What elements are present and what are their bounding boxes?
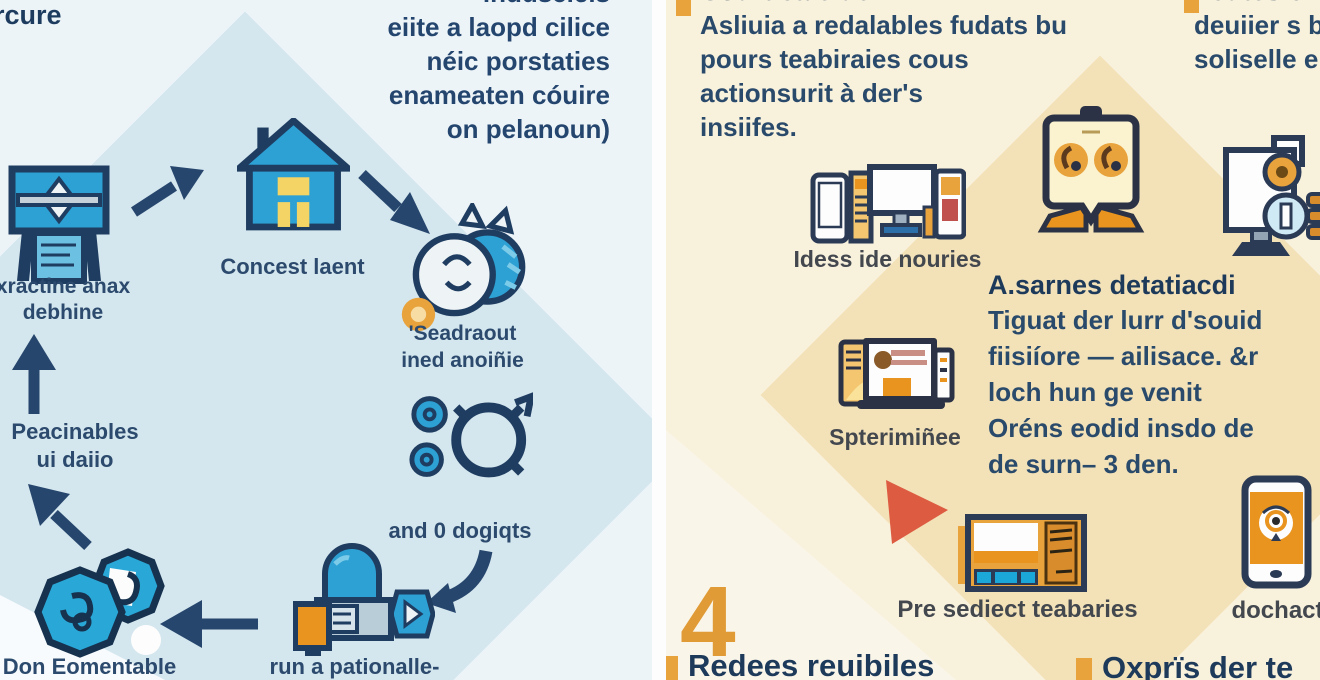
monitor-coins-icon — [1223, 135, 1320, 256]
house-label: Concest laent — [220, 254, 365, 279]
section2-text: heutes c deuiier s b soliselle e — [1194, 0, 1320, 76]
section1-bullet — [676, 0, 691, 16]
side-label-line: ui daiio — [36, 447, 114, 472]
pump-machine-icon — [293, 543, 435, 656]
phone-label: dochact — [1231, 597, 1320, 624]
arrow-left-icon — [160, 600, 258, 648]
section1-heading-clipped: Courticale de — [700, 0, 1120, 8]
arrow-up-icon — [12, 334, 56, 414]
arrow-down-right-icon — [358, 170, 430, 234]
arrow-up-right-icon — [131, 166, 204, 217]
section2-bullet — [1184, 0, 1199, 13]
footer-right-bullet — [1076, 658, 1092, 680]
cat-shell-icon — [401, 203, 526, 331]
printer-console-icon — [958, 514, 1087, 592]
section1-line: pours teabiraies cous — [700, 44, 969, 74]
gears-icon — [409, 392, 533, 478]
section2-line: deuiier s b — [1194, 10, 1320, 40]
footer-left-heading: Redees reuibiles — [688, 648, 935, 680]
extractor-machine-icon — [8, 165, 110, 284]
detail-line: Tiguat der lurr d'souid — [988, 305, 1263, 335]
intro-line: on pelanoun) — [446, 114, 610, 144]
workstation-label: Idess ide nouries — [793, 246, 982, 272]
laptop-icon — [838, 338, 955, 409]
detail-heading: A.sarnes detatiacdi — [988, 270, 1236, 300]
section1-line: actionsurit à der's — [700, 78, 923, 108]
intro-line: enameaten cóuire — [388, 80, 610, 110]
footer-left-bullet — [662, 656, 678, 680]
intro-line: néic porstaties — [426, 46, 610, 76]
cat-label: 'Seadraout ined anoiñie — [385, 320, 540, 374]
left-intro-text: induscieis eiite a laopd cilice néic por… — [300, 0, 610, 146]
machine-label: run a pationalle- — [269, 654, 440, 679]
extractor-label-line: xractine anax — [0, 275, 131, 298]
footer-right-heading: Oxprïs der te — [1102, 650, 1294, 680]
section1-line: insiifes. — [700, 112, 797, 142]
section1-text: Courticale de Asliuia a redalables fudat… — [700, 0, 1120, 144]
intro-clipped-line: induscieis — [300, 0, 610, 10]
workstation-devices-icon — [810, 164, 966, 244]
extractor-label: xractine anax debhine — [0, 274, 138, 326]
detail-line: fiisiíore — ailisace. &r — [988, 341, 1259, 371]
detail-line: loch hun ge venit — [988, 377, 1202, 407]
red-triangle-icon — [886, 480, 948, 544]
section2-line: soliselle e — [1194, 44, 1319, 74]
side-label: Peacinables ui daiio — [0, 418, 150, 474]
detail-text: A.sarnes detatiacdi Tiguat der lurr d'so… — [988, 268, 1308, 482]
printer-label: Pre sediect teabaries — [897, 596, 1138, 623]
house-icon — [237, 118, 350, 231]
arrow-curved-down-left-icon — [426, 549, 493, 613]
section1-line: Asliuia a redalables fudats bu — [700, 10, 1067, 40]
laptop-label: Spterimiñee — [829, 424, 961, 450]
arrow-up-left-icon — [28, 484, 92, 551]
cat-label-line: 'Seadraout — [408, 322, 517, 345]
extractor-label-line: debhine — [22, 301, 104, 324]
panel-divider — [652, 0, 666, 680]
detail-line: Oréns eodid insdo de — [988, 413, 1254, 443]
intro-line: eiite a laopd cilice — [387, 12, 610, 42]
smartphone-icon — [1241, 475, 1312, 589]
speech-bubble-display-icon — [1037, 106, 1145, 233]
blobs-label: Don Eomentable — [2, 654, 177, 679]
section2-heading-clipped: heutes c — [1194, 0, 1320, 8]
gear-blobs-icon — [34, 548, 165, 658]
detail-line: de surn– 3 den. — [988, 449, 1179, 479]
gears-label: and 0 dogiqts — [388, 518, 532, 543]
side-label-line: Peacinables — [11, 419, 139, 444]
cat-label-line: ined anoiñie — [401, 349, 524, 372]
step-number: 4 — [680, 566, 736, 678]
left-corner-label: rcure — [0, 0, 62, 30]
